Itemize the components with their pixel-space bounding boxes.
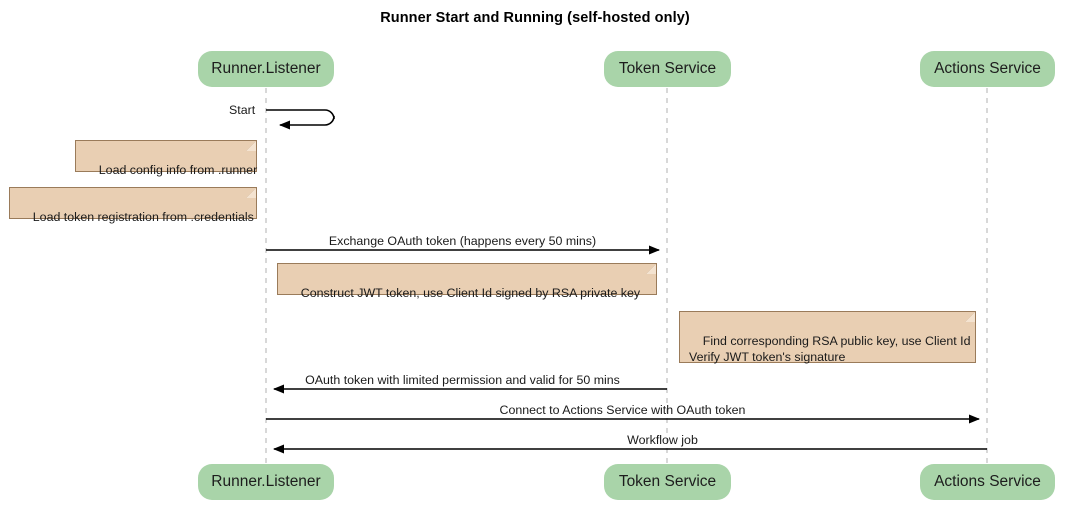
participant-label: Actions Service xyxy=(934,60,1041,77)
note-text: Construct JWT token, use Client Id signe… xyxy=(300,286,641,300)
participant-footer-runner-listener[interactable]: Runner.Listener xyxy=(198,464,334,500)
participant-footer-token-service[interactable]: Token Service xyxy=(604,464,731,500)
note-load-token-registration: Load token registration from .credential… xyxy=(9,187,257,224)
participant-label: Runner.Listener xyxy=(211,60,321,77)
participant-header-actions-service[interactable]: Actions Service xyxy=(920,51,1055,87)
message-label-start: Start xyxy=(229,103,256,117)
note-text: Load token registration from .credential… xyxy=(32,210,254,224)
note-text: Load config info from .runner xyxy=(98,163,258,177)
message-label-connect-actions-service: Connect to Actions Service with OAuth to… xyxy=(499,403,746,417)
participant-label: Token Service xyxy=(618,60,717,77)
note-verify-jwt-signature: Find corresponding RSA public key, use C… xyxy=(679,311,976,364)
message-self-loop-start xyxy=(266,109,335,130)
lifelines xyxy=(265,88,988,463)
participant-header-token-service[interactable]: Token Service xyxy=(604,51,731,87)
participant-label: Runner.Listener xyxy=(211,473,321,490)
message-arrows xyxy=(266,245,987,454)
message-label-exchange-oauth-token: Exchange OAuth token (happens every 50 m… xyxy=(328,234,597,248)
participant-label: Token Service xyxy=(618,473,717,490)
participant-footer-actions-service[interactable]: Actions Service xyxy=(920,464,1055,500)
page-title: Runner Start and Running (self-hosted on… xyxy=(380,10,690,26)
participant-label: Actions Service xyxy=(934,473,1041,490)
message-label-oauth-token-response: OAuth token with limited permission and … xyxy=(305,373,620,387)
message-label-workflow-job: Workflow job xyxy=(627,433,698,447)
note-load-config-info: Load config info from .runner xyxy=(75,140,257,177)
note-text: Find corresponding RSA public key, use C… xyxy=(689,334,971,364)
participant-header-runner-listener[interactable]: Runner.Listener xyxy=(198,51,334,87)
note-construct-jwt-token: Construct JWT token, use Client Id signe… xyxy=(277,263,657,300)
